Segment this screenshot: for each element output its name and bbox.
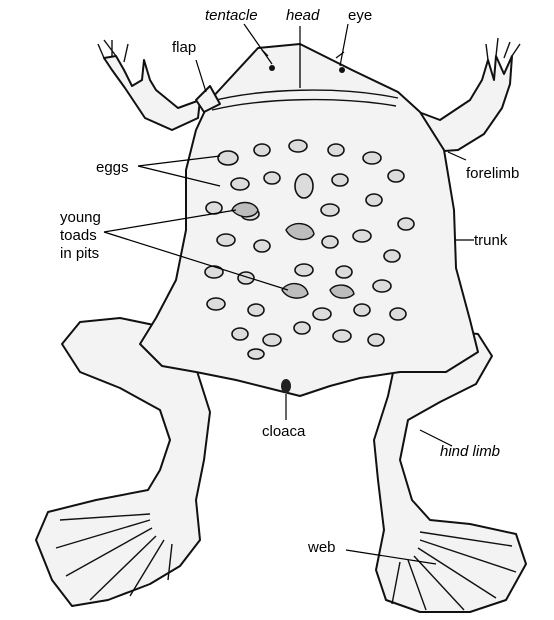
egg	[366, 194, 382, 206]
egg	[368, 334, 384, 346]
egg	[295, 174, 313, 198]
toad-trunk	[140, 44, 478, 396]
label-eye: eye	[348, 7, 372, 24]
egg	[373, 280, 391, 292]
label-eggs: eggs	[96, 159, 129, 176]
label-web: web	[307, 539, 336, 556]
egg	[333, 330, 351, 342]
egg	[294, 322, 310, 334]
egg	[328, 144, 344, 156]
egg	[207, 298, 225, 310]
egg	[336, 266, 352, 278]
label-cloaca: cloaca	[262, 423, 306, 440]
egg	[388, 170, 404, 182]
egg	[313, 308, 331, 320]
egg	[295, 264, 313, 276]
egg	[353, 230, 371, 242]
egg	[332, 174, 348, 186]
label-trunk: trunk	[474, 232, 508, 249]
egg	[289, 140, 307, 152]
egg	[248, 304, 264, 316]
egg	[217, 234, 235, 246]
egg	[321, 204, 339, 216]
eye-leader	[340, 24, 348, 66]
egg	[398, 218, 414, 230]
egg	[263, 334, 281, 346]
label-young-2: toads	[60, 227, 97, 244]
left-eye	[269, 65, 275, 71]
egg	[248, 349, 264, 359]
egg	[363, 152, 381, 164]
label-hind-limb: hind limb	[440, 443, 500, 460]
label-flap: flap	[172, 39, 196, 56]
flap-leader	[196, 60, 206, 92]
egg	[232, 328, 248, 340]
egg	[254, 240, 270, 252]
label-tentacle: tentacle	[205, 7, 258, 24]
egg	[384, 250, 400, 262]
egg	[354, 304, 370, 316]
forelimb-leader	[448, 152, 466, 160]
label-forelimb: forelimb	[466, 165, 519, 182]
right-eye	[339, 67, 345, 73]
label-young-1: young	[60, 209, 101, 226]
label-head: head	[286, 7, 320, 24]
egg	[254, 144, 270, 156]
egg	[390, 308, 406, 320]
egg	[322, 236, 338, 248]
egg	[205, 266, 223, 278]
egg	[218, 151, 238, 165]
cloaca-opening	[281, 379, 291, 393]
egg	[264, 172, 280, 184]
egg	[231, 178, 249, 190]
label-young-3: in pits	[60, 245, 99, 262]
